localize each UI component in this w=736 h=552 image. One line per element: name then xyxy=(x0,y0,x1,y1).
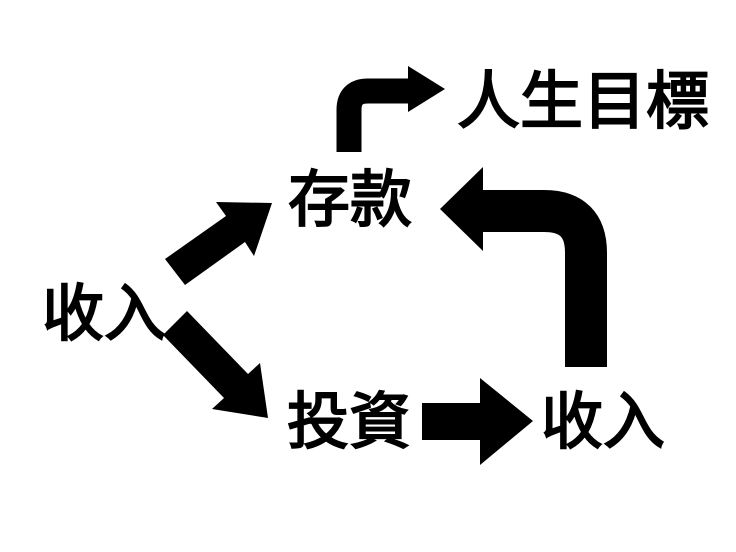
arrow-income-to-savings-return-head-icon xyxy=(440,167,483,251)
node-income-left: 收入 xyxy=(42,280,167,349)
node-investment: 投資 xyxy=(287,388,412,457)
node-savings: 存款 xyxy=(288,166,413,235)
node-income-right: 收入 xyxy=(541,388,666,457)
arrow-income-to-investment-icon xyxy=(163,311,268,418)
arrow-savings-to-lifegoals-head-icon xyxy=(408,66,445,112)
arrow-income-to-savings-return-shaft-icon xyxy=(483,190,607,367)
arrow-savings-to-lifegoals-shaft-icon xyxy=(336,78,410,152)
node-life-goals: 人生目標 xyxy=(457,67,709,137)
arrow-income-to-savings-icon xyxy=(165,202,272,285)
arrow-investment-to-income-icon xyxy=(422,378,533,465)
